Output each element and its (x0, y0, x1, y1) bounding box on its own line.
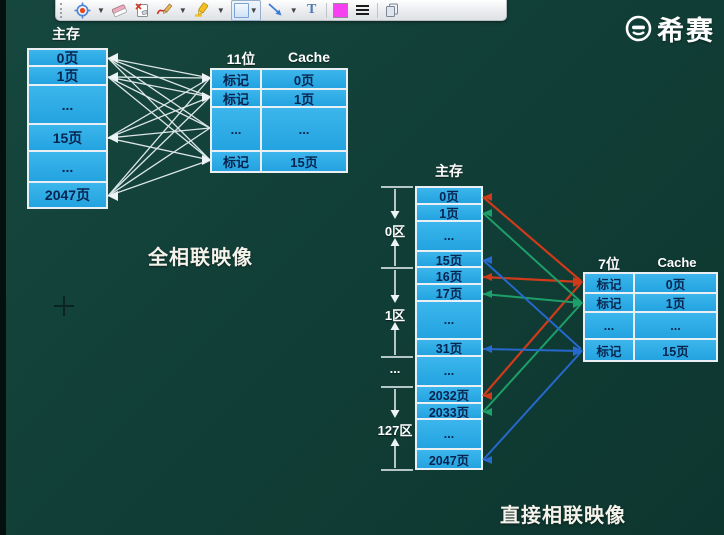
rectangle-tool-selected: ▼ (230, 0, 261, 21)
region-label-0: 0区 (384, 224, 406, 239)
cache-tag-cell: 标记 (210, 150, 262, 173)
laser-pointer-dropdown[interactable]: ▼ (97, 5, 105, 15)
memory-row: 2047页 (415, 448, 483, 470)
cache-tag-cell: 标记 (583, 338, 635, 362)
memory-row: 2033页 (415, 402, 483, 420)
toolbar-separator (325, 2, 327, 18)
eraser-icon[interactable] (111, 1, 128, 20)
memory-row: ... (415, 418, 483, 450)
direct-mapping-lines-blue (482, 259, 582, 461)
arrow-tool-icon[interactable] (267, 1, 284, 20)
rectangle-tool-icon[interactable] (234, 1, 250, 20)
crosshair-cursor (54, 296, 74, 316)
direct-mapping-lines-red (482, 196, 582, 397)
pages-icon[interactable] (384, 1, 400, 20)
direct-mapping-arrowheads (483, 193, 584, 464)
laser-pointer-icon[interactable] (74, 1, 91, 20)
left-memory-table: 0页 1页 ... 15页 ... 2047页 (27, 48, 108, 209)
right-cache-table: 标记 0页 标记 1页 ... ... 标记 15页 (583, 272, 718, 362)
highlighter-icon[interactable] (193, 1, 211, 20)
right-caption: 直接相联映像 (500, 505, 626, 527)
cache-row: 标记 0页 (210, 68, 348, 90)
memory-row: ... (27, 84, 108, 125)
brand-logo-icon (625, 15, 652, 42)
cache-tag-cell: ... (583, 311, 635, 340)
cache-tag-cell: 标记 (583, 272, 635, 294)
line-thickness-icon[interactable] (355, 1, 371, 20)
annotation-toolbar: ▼ ▼ (55, 0, 507, 21)
left-caption: 全相联映像 (148, 247, 253, 269)
cache-tag-cell: 标记 (210, 68, 262, 90)
toolbar-drag-handle[interactable] (60, 2, 66, 18)
clear-all-icon[interactable] (134, 1, 150, 20)
cache-page-cell: 1页 (633, 292, 718, 313)
cache-tag-cell: ... (210, 106, 262, 152)
cache-page-cell: 0页 (633, 272, 718, 294)
arrow-tool-dropdown[interactable]: ▼ (289, 5, 298, 15)
region-label-1: 1区 (384, 308, 406, 323)
right-memory-title: 主存 (435, 163, 463, 179)
left-cache-table: 标记 0页 标记 1页 ... ... 标记 15页 (210, 68, 348, 173)
highlighter-dropdown[interactable]: ▼ (216, 5, 225, 15)
region-label-ellipsis: ... (389, 361, 401, 376)
left-mapping-lines (107, 57, 211, 197)
cache-row: 标记 1页 (583, 292, 718, 313)
memory-row: ... (415, 355, 483, 387)
region-bracket-arrowheads (390, 211, 400, 446)
cache-row: 标记 15页 (583, 338, 718, 362)
toolbar-separator (376, 2, 378, 18)
screen-edge (0, 0, 6, 535)
region-label-127: 127区 (377, 423, 413, 438)
pen-icon[interactable] (156, 1, 173, 20)
cache-row: 标记 1页 (210, 88, 348, 108)
direct-mapping-lines-green (482, 212, 582, 413)
memory-row: 15页 (415, 250, 483, 268)
color-swatch-icon[interactable] (333, 1, 349, 20)
right-memory-table: 0页 1页 ... 15页 16页 17页 ... 31页 ... 2032页 … (415, 186, 483, 470)
right-cache-bits-label: 7位 (598, 256, 620, 272)
cache-tag-cell: 标记 (210, 88, 262, 108)
cache-tag-cell: 标记 (583, 292, 635, 313)
cache-page-cell: 1页 (260, 88, 348, 108)
left-cache-bits-label: 11位 (226, 51, 256, 67)
memory-row: ... (415, 220, 483, 252)
memory-row: ... (415, 300, 483, 340)
left-mapping-arrowheads (108, 53, 212, 201)
cache-row: ... ... (210, 106, 348, 152)
cache-page-cell: 0页 (260, 68, 348, 90)
memory-row: 16页 (415, 266, 483, 285)
cache-row: ... ... (583, 311, 718, 340)
memory-row: 15页 (27, 123, 108, 152)
memory-row: 1页 (27, 65, 108, 86)
brand-logo: 希赛 (624, 9, 715, 48)
cache-page-cell: 15页 (633, 338, 718, 362)
cache-row: 标记 15页 (210, 150, 348, 173)
memory-row: ... (27, 150, 108, 183)
cache-page-cell: ... (260, 106, 348, 152)
right-cache-title: Cache (657, 255, 697, 270)
rectangle-tool-dropdown[interactable]: ▼ (249, 5, 258, 15)
cache-row: 标记 0页 (583, 272, 718, 294)
left-memory-title: 主存 (52, 26, 80, 42)
cache-page-cell: ... (633, 311, 718, 340)
memory-row: 2047页 (27, 181, 108, 209)
brand-logo-text: 希赛 (657, 16, 715, 46)
left-cache-title: Cache (287, 49, 331, 65)
text-tool-icon[interactable]: T (306, 2, 317, 17)
cache-page-cell: 15页 (260, 150, 348, 173)
pen-dropdown[interactable]: ▼ (178, 5, 187, 15)
